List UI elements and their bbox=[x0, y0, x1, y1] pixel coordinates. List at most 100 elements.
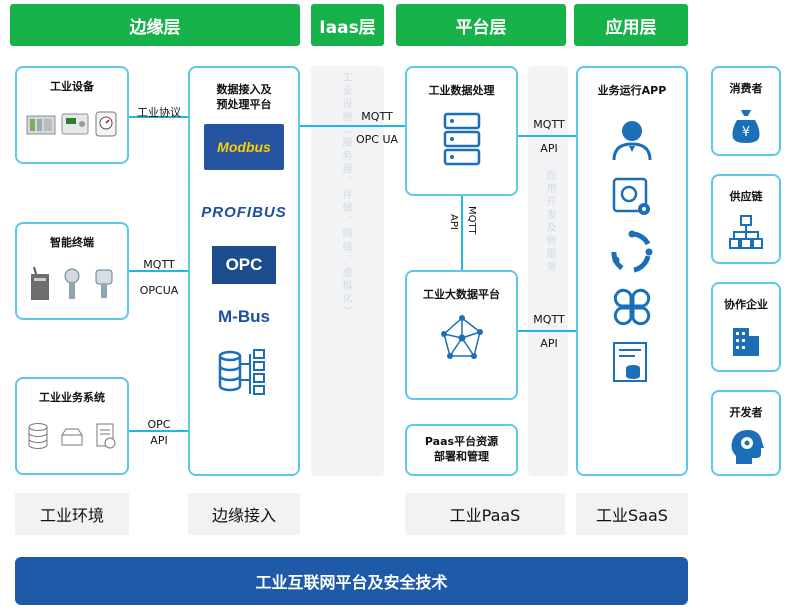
business-systems-box: 工业业务系统 bbox=[15, 377, 129, 475]
svg-text:¥: ¥ bbox=[742, 125, 750, 140]
mbus-logo-text: M-Bus bbox=[218, 307, 270, 326]
paas-resource-box: Paas平台资源 部署和管理 bbox=[405, 424, 518, 476]
network-icon-wrap bbox=[407, 314, 516, 362]
footer-paas: 工业PaaS bbox=[405, 493, 565, 535]
money-bag-icon-wrap: ¥ bbox=[713, 106, 779, 144]
protocol-label: MQTT bbox=[533, 313, 565, 326]
controller-icon bbox=[61, 113, 89, 135]
bottom-bar: 工业互联网平台及安全技术 bbox=[15, 557, 688, 605]
industrial-devices-title: 工业设备 bbox=[50, 80, 94, 93]
smart-terminals-box: 智能终端 bbox=[15, 222, 129, 320]
user-icon bbox=[612, 121, 652, 161]
protocol-label: API bbox=[540, 337, 558, 350]
big-data-box: 工业大数据平台 bbox=[405, 270, 518, 400]
profibus-logo: PROFIBUS bbox=[201, 192, 287, 232]
transmitter-icon bbox=[95, 269, 113, 298]
opc-logo-text: OPC bbox=[225, 255, 263, 274]
saas-icon-wrap bbox=[578, 176, 686, 218]
server-stack-icon bbox=[443, 112, 480, 166]
connector-line bbox=[128, 430, 188, 432]
developer-box: 开发者 bbox=[711, 390, 781, 476]
building-icon bbox=[733, 328, 759, 356]
collaboration-cycle-icon bbox=[611, 230, 653, 273]
protocol-label: MQTT bbox=[533, 118, 565, 131]
saas-box: 业务运行APP bbox=[576, 66, 688, 476]
developer-icon-wrap bbox=[713, 428, 779, 466]
hierarchy-icon-wrap bbox=[713, 214, 779, 250]
report-database-icon bbox=[613, 342, 647, 382]
consumer-title: 消费者 bbox=[729, 82, 763, 95]
plc-icon bbox=[26, 115, 56, 135]
paas-resource-title: Paas平台资源 部署和管理 bbox=[407, 434, 516, 464]
supply-chain-title: 供应链 bbox=[729, 190, 763, 203]
connector-line bbox=[518, 135, 576, 137]
vertical-mqtt-label: MQTT bbox=[466, 206, 477, 235]
document-clock-icon bbox=[96, 423, 116, 449]
data-process-icon bbox=[218, 349, 265, 395]
paas-resource-line2: 部署和管理 bbox=[434, 450, 489, 463]
data-process-icon-wrap bbox=[190, 346, 298, 402]
terminals-icon-row bbox=[17, 266, 127, 302]
saas-icon-wrap bbox=[578, 340, 686, 386]
modbus-logo-text: Modbus bbox=[217, 139, 271, 155]
header-platform: 平台层 bbox=[396, 4, 566, 46]
modbus-logo: Modbus bbox=[204, 124, 284, 170]
connector-line bbox=[128, 116, 188, 118]
protocol-label: API bbox=[150, 434, 168, 447]
server-stack-icon-wrap bbox=[407, 112, 516, 168]
data-processing-box: 工业数据处理 bbox=[405, 66, 518, 196]
edge-access-title-line1: 数据接入及 bbox=[216, 83, 272, 96]
partner-enterprise-box: 协作企业 bbox=[711, 282, 781, 372]
saas-icon-wrap bbox=[578, 230, 686, 274]
saas-icon-wrap bbox=[578, 118, 686, 162]
clover-apps-icon bbox=[613, 288, 651, 326]
connector-line bbox=[300, 125, 405, 127]
network-graph-icon bbox=[440, 315, 483, 359]
meter-icon bbox=[95, 111, 117, 137]
protocol-label: MQTT bbox=[361, 110, 393, 123]
profibus-logo-text: PROFIBUS bbox=[201, 203, 287, 221]
consumer-box: 消费者 ¥ bbox=[711, 66, 781, 156]
sensor-icon bbox=[64, 268, 80, 299]
header-app: 应用层 bbox=[574, 4, 688, 46]
database-icon bbox=[28, 423, 48, 449]
edge-access-box: 数据接入及 预处理平台 Modbus PROFIBUS OPC M-Bus bbox=[188, 66, 300, 476]
connector-line bbox=[461, 196, 463, 270]
scada-icon bbox=[61, 428, 83, 446]
footer-saas: 工业SaaS bbox=[576, 493, 688, 535]
head-gear-icon bbox=[731, 430, 764, 464]
hierarchy-icon bbox=[729, 215, 763, 249]
supply-chain-box: 供应链 bbox=[711, 174, 781, 264]
protocol-label: MQTT bbox=[143, 258, 175, 271]
devices-icon-row bbox=[17, 110, 127, 138]
business-systems-title: 工业业务系统 bbox=[39, 391, 105, 404]
opc-logo: OPC bbox=[212, 246, 276, 284]
building-icon-wrap bbox=[713, 322, 779, 358]
data-processing-title: 工业数据处理 bbox=[428, 84, 495, 97]
header-iaas: Iaas层 bbox=[311, 4, 384, 46]
edge-access-title-line2: 预处理平台 bbox=[216, 98, 272, 111]
iaas-vertical-text: 工业设施（服务器、存储、网络、虚拟化） bbox=[340, 72, 351, 319]
protocol-label: API bbox=[540, 142, 558, 155]
iaas-column bbox=[311, 66, 384, 476]
dev-vertical-text: 应用开发及微服务 bbox=[544, 170, 555, 274]
connector-line bbox=[128, 270, 188, 272]
mbus-logo: M-Bus bbox=[204, 302, 284, 332]
partner-enterprise-title: 协作企业 bbox=[724, 298, 768, 311]
protocol-label: 工业协议 bbox=[137, 106, 181, 119]
money-bag-icon: ¥ bbox=[732, 110, 760, 143]
protocol-label: OPC UA bbox=[355, 133, 399, 146]
dev-column bbox=[528, 66, 568, 476]
smart-terminals-title: 智能终端 bbox=[50, 236, 94, 249]
safe-settings-icon bbox=[612, 177, 650, 215]
protocol-label: OPC bbox=[147, 418, 171, 431]
protocol-label: OPCUA bbox=[139, 284, 179, 297]
saas-title: 业务运行APP bbox=[597, 84, 667, 97]
connector-line bbox=[518, 330, 576, 332]
vertical-api-label: API bbox=[448, 214, 459, 230]
edge-access-title: 数据接入及 预处理平台 bbox=[190, 82, 298, 112]
paas-resource-line1: Paas平台资源 bbox=[424, 435, 499, 448]
header-edge: 边缘层 bbox=[10, 4, 300, 46]
developer-title: 开发者 bbox=[729, 406, 763, 419]
saas-icon-wrap bbox=[578, 286, 686, 328]
